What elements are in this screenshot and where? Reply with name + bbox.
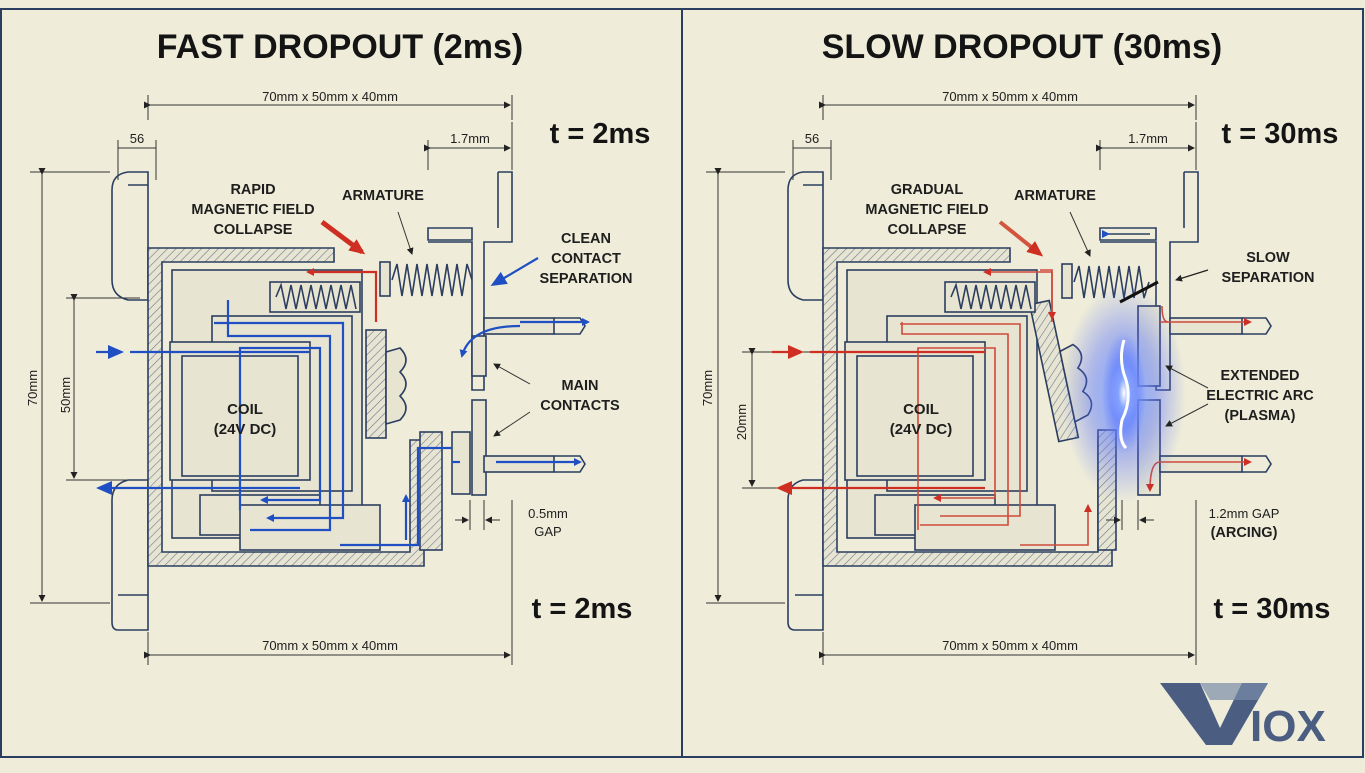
right-armature-label: ARMATURE <box>1014 188 1096 204</box>
left-time-top: t = 2ms <box>550 118 651 150</box>
right-title: SLOW DROPOUT (30ms) <box>822 28 1222 66</box>
left-lower-contact-arm <box>483 455 555 473</box>
right-electric-arc <box>1062 283 1186 503</box>
left-gap-line2: GAP <box>534 524 561 539</box>
right-dim-inner: 20mm <box>734 404 749 440</box>
right-time-bottom: t = 30ms <box>1214 593 1331 625</box>
left-dim-small: 56 <box>130 131 144 146</box>
right-arc-label-1: EXTENDED <box>1221 368 1300 384</box>
right-dim-small: 56 <box>805 131 819 146</box>
right-field-arrow <box>998 220 1044 257</box>
left-red-flux <box>306 268 378 322</box>
right-mount-top <box>787 171 824 301</box>
left-flux-lines <box>96 257 590 547</box>
left-mount-top <box>111 171 149 301</box>
right-coil-label-2: (24V DC) <box>890 421 953 438</box>
left-separation-label-2: CONTACT <box>551 251 621 267</box>
left-panel: FAST DROPOUT (2ms) 70mm x 50mm x 40mm 56… <box>25 28 650 665</box>
right-gap-line2: (ARCING) <box>1211 525 1278 541</box>
left-dim-top: 70mm x 50mm x 40mm <box>262 89 398 104</box>
left-yoke <box>147 247 425 567</box>
left-coil-label-1: COIL <box>227 401 263 418</box>
right-arc-label-2: ELECTRIC ARC <box>1206 388 1314 404</box>
right-upper-contact-arm <box>1169 317 1243 335</box>
left-field-label-1: RAPID <box>230 182 275 198</box>
left-dim-armature-gap: 1.7mm <box>450 131 490 146</box>
right-dim-bottom: 70mm x 50mm x 40mm <box>942 638 1078 653</box>
right-field-label-3: COLLAPSE <box>888 222 967 238</box>
left-field-label-2: MAGNETIC FIELD <box>191 202 314 218</box>
right-mount-bottom <box>787 479 824 631</box>
right-flux-lines <box>772 220 1252 546</box>
left-title: FAST DROPOUT (2ms) <box>157 28 523 66</box>
right-dim-armature-gap: 1.7mm <box>1128 131 1168 146</box>
right-dim-top: 70mm x 50mm x 40mm <box>942 89 1078 104</box>
right-dim-height: 70mm <box>700 370 715 406</box>
left-coil-label-2: (24V DC) <box>214 421 277 438</box>
left-mount-bottom <box>111 479 149 631</box>
left-time-bottom: t = 2ms <box>532 593 633 625</box>
left-gap-line1: 0.5mm <box>528 506 568 521</box>
right-panel: SLOW DROPOUT (30ms) 70mm x 50mm x 40mm 5… <box>700 28 1338 665</box>
right-arc-label-3: (PLASMA) <box>1225 408 1296 424</box>
left-field-arrow <box>320 220 366 255</box>
left-armature-plate <box>365 329 387 439</box>
right-separation-label-1: SLOW <box>1246 250 1290 266</box>
left-separation-label-3: SEPARATION <box>540 271 633 287</box>
left-contacts-label-2: CONTACTS <box>540 398 620 414</box>
right-time-top: t = 30ms <box>1222 118 1339 150</box>
right-gap-line1: 1.2mm GAP <box>1209 506 1280 521</box>
logo-text: IOX <box>1250 702 1326 751</box>
right-coil-label-1: COIL <box>903 401 939 418</box>
left-armature-label: ARMATURE <box>342 188 424 204</box>
right-field-label-1: GRADUAL <box>891 182 964 198</box>
left-dim-bottom: 70mm x 50mm x 40mm <box>262 638 398 653</box>
left-separation-label-1: CLEAN <box>561 231 611 247</box>
viox-logo: IOX <box>1160 683 1326 751</box>
left-dim-height: 70mm <box>25 370 40 406</box>
left-contacts-label-1: MAIN <box>561 378 598 394</box>
right-field-label-2: MAGNETIC FIELD <box>865 202 988 218</box>
left-field-label-3: COLLAPSE <box>214 222 293 238</box>
right-yoke <box>822 247 1113 567</box>
right-separation-label-2: SEPARATION <box>1222 270 1315 286</box>
left-dim-inner: 50mm <box>58 377 73 413</box>
